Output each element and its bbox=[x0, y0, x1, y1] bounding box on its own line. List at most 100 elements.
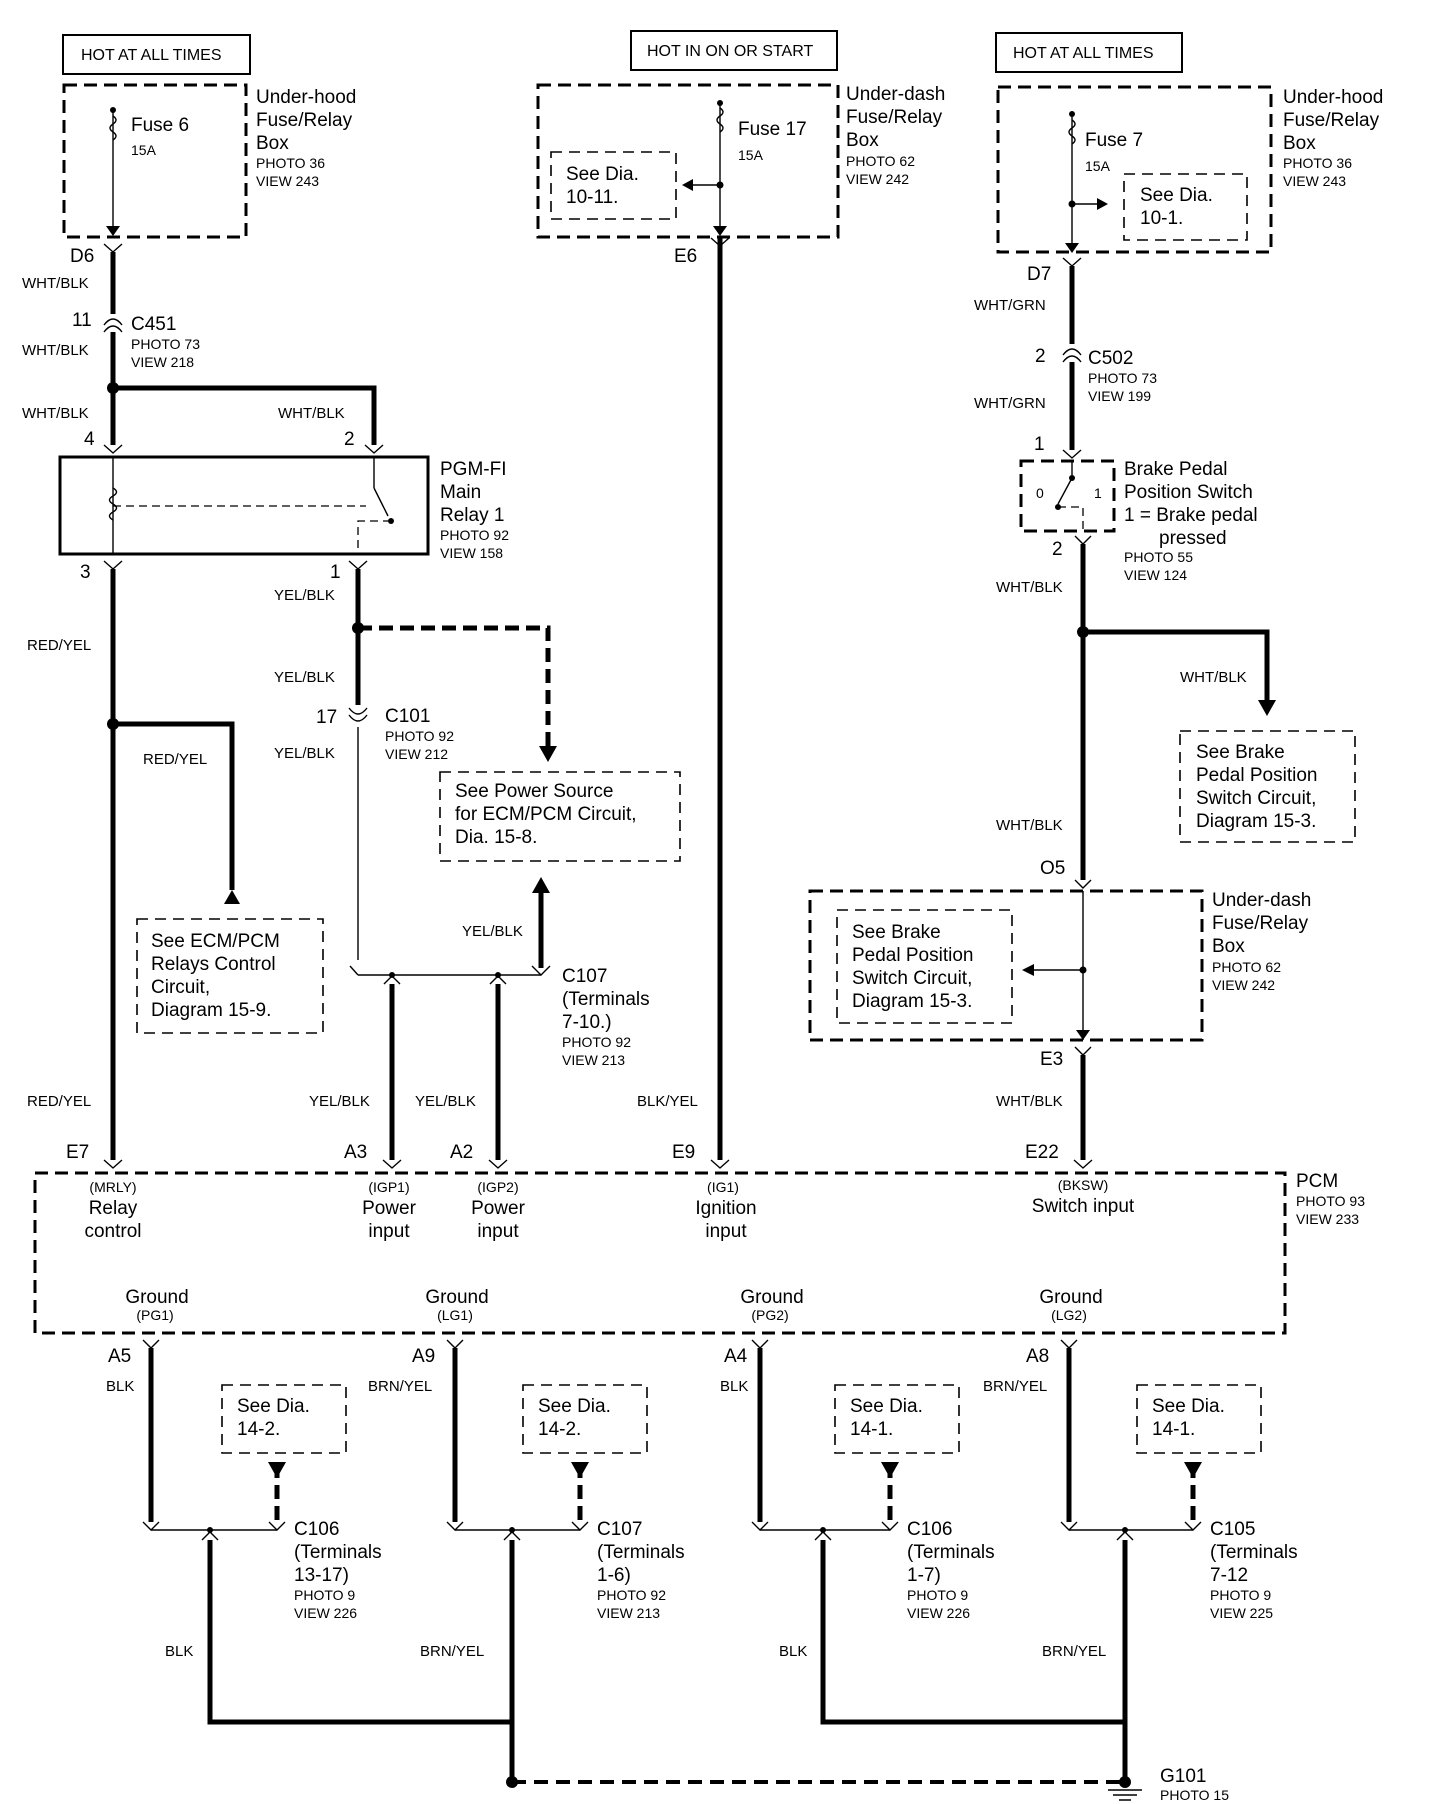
pcm-igp1-l2: input bbox=[368, 1221, 410, 1242]
ref-brk1-l2: Pedal Position bbox=[1196, 765, 1317, 786]
pin-2-c502: 2 bbox=[1035, 346, 1046, 367]
wire-label-w19: WHT/BLK bbox=[1180, 669, 1247, 686]
c106b-view: VIEW 226 bbox=[907, 1605, 970, 1621]
c107b-view: VIEW 213 bbox=[597, 1605, 660, 1621]
pin-3: 3 bbox=[80, 562, 91, 583]
wire-label-w15: YEL/BLK bbox=[462, 923, 523, 940]
header-hot-1: HOT AT ALL TIMES bbox=[81, 47, 222, 64]
uh1-view: VIEW 243 bbox=[256, 173, 319, 189]
wire-label-w7: WHT/BLK bbox=[996, 579, 1063, 596]
pcm-code-pg1: (PG1) bbox=[136, 1307, 173, 1323]
relay-coil-icon bbox=[108, 487, 118, 521]
pgm-fi-main-relay bbox=[58, 455, 430, 556]
wire-label-w11: RED/YEL bbox=[27, 1093, 91, 1110]
c106b-photo: PHOTO 9 bbox=[907, 1587, 968, 1603]
c106b-name: C106 bbox=[907, 1519, 952, 1540]
pcm-name: PCM bbox=[1296, 1171, 1338, 1192]
fuse-7-name: Fuse 7 bbox=[1085, 130, 1143, 151]
pcm-ground-lg1: Ground bbox=[425, 1287, 488, 1308]
uh2-label-1: Under-hood bbox=[1283, 87, 1383, 108]
brake-switch-pos-1: 1 bbox=[1094, 485, 1102, 501]
c101-view: VIEW 212 bbox=[385, 746, 448, 762]
c101-photo: PHOTO 92 bbox=[385, 728, 454, 744]
ud1-photo: PHOTO 62 bbox=[846, 153, 915, 169]
wire-label-w4: WHT/BLK bbox=[278, 405, 345, 422]
c106a-name: C106 bbox=[294, 1519, 339, 1540]
connector-c451-symbol bbox=[103, 318, 123, 326]
g101-name: G101 bbox=[1160, 1766, 1206, 1787]
c107a-photo: PHOTO 92 bbox=[562, 1034, 631, 1050]
ud1-label-1: Under-dash bbox=[846, 84, 945, 105]
ud2-photo: PHOTO 62 bbox=[1212, 959, 1281, 975]
c101-name: C101 bbox=[385, 706, 430, 727]
pcm-ig1-code: (IG1) bbox=[707, 1179, 739, 1195]
wire-label-w17: YEL/BLK bbox=[415, 1093, 476, 1110]
g101-photo: PHOTO 15 bbox=[1160, 1787, 1229, 1803]
pcm-igp2-l2: input bbox=[477, 1221, 519, 1242]
relay-label-1: PGM-FI bbox=[440, 459, 507, 480]
wire-label-g-a9: BRN/YEL bbox=[368, 1378, 432, 1395]
pcm-igp1-l1: Power bbox=[362, 1198, 417, 1219]
pcm-code-pg2: (PG2) bbox=[751, 1307, 788, 1323]
ref-g3-l2: 14-1. bbox=[850, 1419, 893, 1440]
pcm-ground-lg2: Ground bbox=[1039, 1287, 1102, 1308]
c502-name: C502 bbox=[1088, 348, 1133, 369]
ud2-label-2: Fuse/Relay bbox=[1212, 913, 1309, 934]
ud2-view: VIEW 242 bbox=[1212, 977, 1275, 993]
c106b-t2: 1-7) bbox=[907, 1565, 941, 1586]
uh1-label-2: Fuse/Relay bbox=[256, 110, 353, 131]
ref-10-11-l1: See Dia. bbox=[566, 164, 639, 185]
ref-relay-l1: See ECM/PCM bbox=[151, 931, 280, 952]
pin-11: 11 bbox=[72, 310, 92, 331]
underhood-fuse-box-1 bbox=[62, 83, 248, 239]
brake-label-2: Position Switch bbox=[1124, 482, 1253, 503]
ref-relay-l3: Circuit, bbox=[151, 977, 210, 998]
fuse-7-amp: 15A bbox=[1085, 158, 1111, 174]
uh2-label-3: Box bbox=[1283, 133, 1316, 154]
underhood-fuse-box-2 bbox=[996, 85, 1273, 254]
c451-photo: PHOTO 73 bbox=[131, 336, 200, 352]
header-box-2 bbox=[630, 30, 838, 71]
ud2-label-1: Under-dash bbox=[1212, 890, 1311, 911]
ref-brk1-l3: Switch Circuit, bbox=[1196, 788, 1316, 809]
ref-pwr-l1: See Power Source bbox=[455, 781, 613, 802]
pin-d7: D7 bbox=[1027, 264, 1051, 285]
wire-label-w6: WHT/GRN bbox=[974, 395, 1046, 412]
ref-brk1-l1: See Brake bbox=[1196, 742, 1285, 763]
ref-box-relay-control bbox=[136, 918, 324, 1034]
wire-label-w10: RED/YEL bbox=[143, 751, 207, 768]
wire-label-w14: YEL/BLK bbox=[274, 745, 335, 762]
ref-brk1-l4: Diagram 15-3. bbox=[1196, 811, 1316, 832]
header-hot-2: HOT IN ON OR START bbox=[647, 43, 813, 60]
brake-label-1: Brake Pedal bbox=[1124, 459, 1228, 480]
c105-name: C105 bbox=[1210, 1519, 1255, 1540]
pin-a9: A9 bbox=[412, 1346, 435, 1367]
pin-17: 17 bbox=[316, 707, 337, 728]
ref-box-ground-4 bbox=[1136, 1384, 1262, 1454]
wire-label-g-b3: BLK bbox=[779, 1643, 807, 1660]
ref-g4-l2: 14-1. bbox=[1152, 1419, 1195, 1440]
pcm-mrly-l1: Relay bbox=[89, 1198, 138, 1219]
brake-view: VIEW 124 bbox=[1124, 567, 1187, 583]
ref-g3-l1: See Dia. bbox=[850, 1396, 923, 1417]
ground-g101-icon bbox=[1108, 1789, 1142, 1801]
fuse-17-name: Fuse 17 bbox=[738, 119, 807, 140]
pcm-igp2-code: (IGP2) bbox=[477, 1179, 518, 1195]
pcm-igp2-l1: Power bbox=[471, 1198, 526, 1219]
brake-pedal-position-switch bbox=[1019, 459, 1116, 533]
pin-4: 4 bbox=[84, 429, 95, 450]
ref-pwr-l2: for ECM/PCM Circuit, bbox=[455, 804, 637, 825]
ref-box-ground-1 bbox=[221, 1384, 347, 1454]
uh1-label-1: Under-hood bbox=[256, 87, 356, 108]
pin-e7: E7 bbox=[66, 1142, 89, 1163]
pin-e9: E9 bbox=[672, 1142, 695, 1163]
ref-box-10-11 bbox=[550, 151, 677, 220]
ud1-label-3: Box bbox=[846, 130, 879, 151]
relay-label-2: Main bbox=[440, 482, 481, 503]
ref-brk2-l2: Pedal Position bbox=[852, 945, 973, 966]
c451-view: VIEW 218 bbox=[131, 354, 194, 370]
fuse-17-amp: 15A bbox=[738, 147, 764, 163]
ref-box-ground-3 bbox=[834, 1384, 960, 1454]
pcm-view: VIEW 233 bbox=[1296, 1211, 1359, 1227]
